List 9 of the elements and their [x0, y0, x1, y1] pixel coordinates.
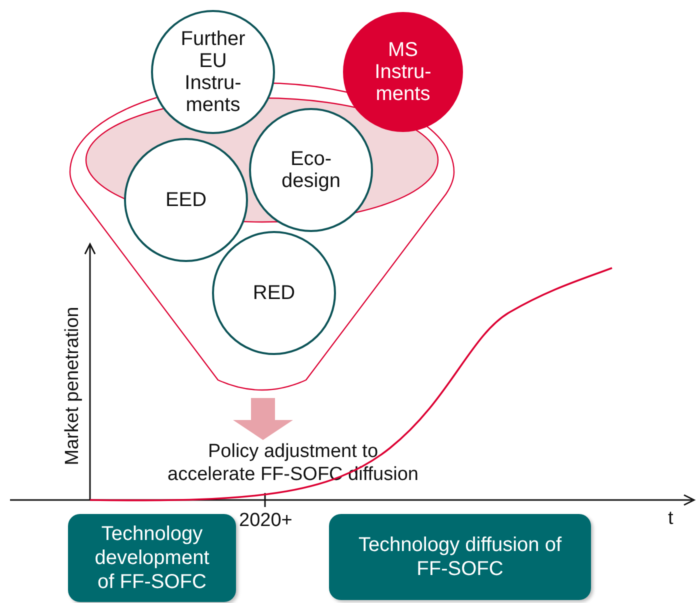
axis-label: Market penetration	[62, 306, 84, 466]
instrument-circle: MS Instru-ments	[343, 12, 463, 132]
block-arrow	[233, 398, 293, 440]
instrument-circle: Further EU Instru-ments	[151, 10, 275, 134]
tick-label: 2020+	[239, 510, 292, 532]
phase-box: Technology development of FF-SOFC	[68, 514, 236, 602]
policy-text: Policy adjustment to accelerate FF-SOFC diffusion	[128, 440, 458, 488]
phase-box: Technology diffusion of FF-SOFC	[329, 514, 591, 600]
axis-label: t	[668, 508, 674, 530]
